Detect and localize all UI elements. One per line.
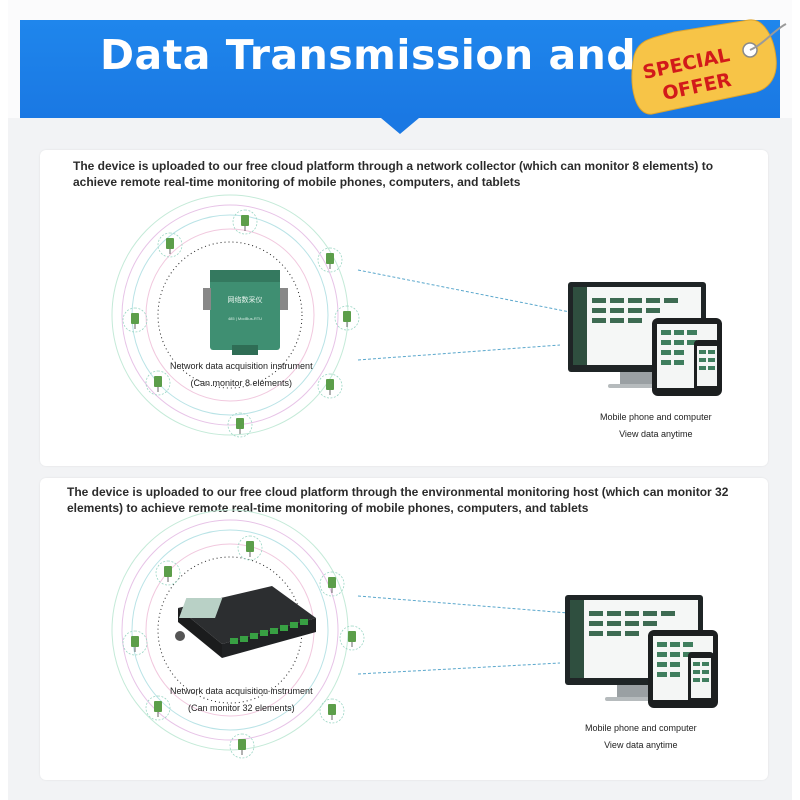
screen-caption: Mobile phone and computer View data anyt… xyxy=(600,412,712,439)
link-lines xyxy=(357,269,586,361)
monitoring-host-device xyxy=(175,586,316,658)
banner-title: Data Transmission and Vie xyxy=(100,31,726,79)
device-label: 网络数采仪 xyxy=(228,295,263,304)
section2-description: The device is uploaded to our free cloud… xyxy=(67,485,729,515)
phone-icon xyxy=(694,340,720,392)
collector-device: 网络数采仪 485 | ModBus-RTU xyxy=(203,270,288,355)
right-border xyxy=(792,0,800,800)
section2-diagram xyxy=(111,509,718,759)
link-lines xyxy=(357,595,569,675)
left-border xyxy=(0,0,8,800)
device-caption: Network data acquisition instrument (Can… xyxy=(170,361,313,388)
banner-pointer xyxy=(381,118,419,134)
phone-icon xyxy=(688,652,714,704)
section1-description: The device is uploaded to our free cloud… xyxy=(73,159,714,189)
special-offer-tag: SPECIAL OFFER xyxy=(614,18,800,128)
device-caption: Network data acquisition instrument (Can… xyxy=(170,686,313,713)
section1-diagram: 网络数采仪 485 | ModBus-RTU xyxy=(111,194,722,438)
offer-tag-icon xyxy=(631,19,787,115)
section-network-collector: The device is uploaded to our free cloud… xyxy=(40,150,768,466)
screen-caption: Mobile phone and computer View data anyt… xyxy=(585,723,697,750)
section-monitoring-host: The device is uploaded to our free cloud… xyxy=(40,478,768,780)
device-sublabel: 485 | ModBus-RTU xyxy=(228,316,262,321)
